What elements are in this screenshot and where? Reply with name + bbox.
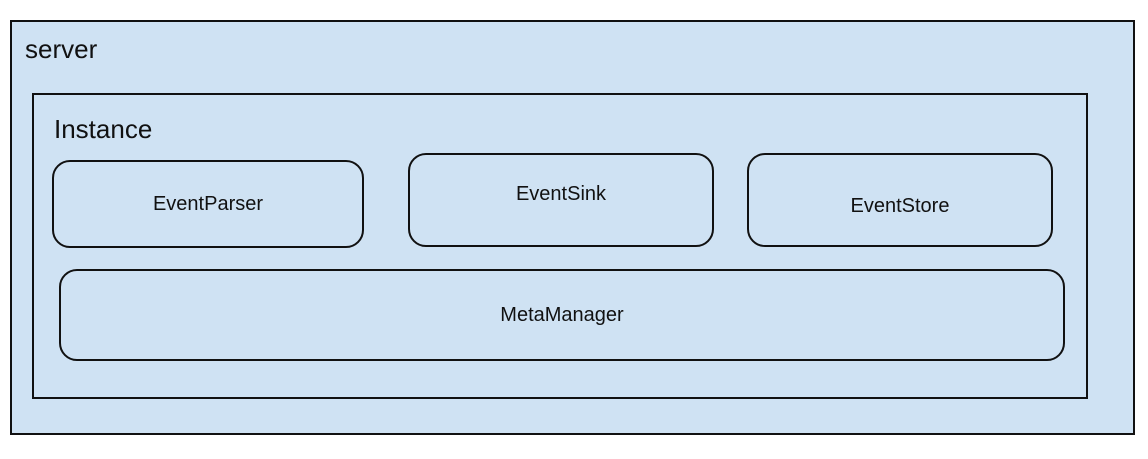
event-sink-box: EventSink: [408, 153, 714, 247]
instance-container: Instance EventParser EventSink EventStor…: [32, 93, 1088, 399]
server-container: server Instance EventParser EventSink Ev…: [10, 20, 1135, 435]
meta-manager-label: MetaManager: [500, 304, 624, 326]
event-parser-box: EventParser: [52, 160, 364, 248]
meta-manager-box: MetaManager: [59, 269, 1065, 361]
event-store-box: EventStore: [747, 153, 1053, 247]
event-store-label: EventStore: [850, 195, 950, 217]
event-sink-label: EventSink: [515, 183, 607, 205]
event-parser-label: EventParser: [152, 193, 264, 215]
instance-label: Instance: [54, 114, 153, 144]
server-label: server: [25, 34, 98, 64]
